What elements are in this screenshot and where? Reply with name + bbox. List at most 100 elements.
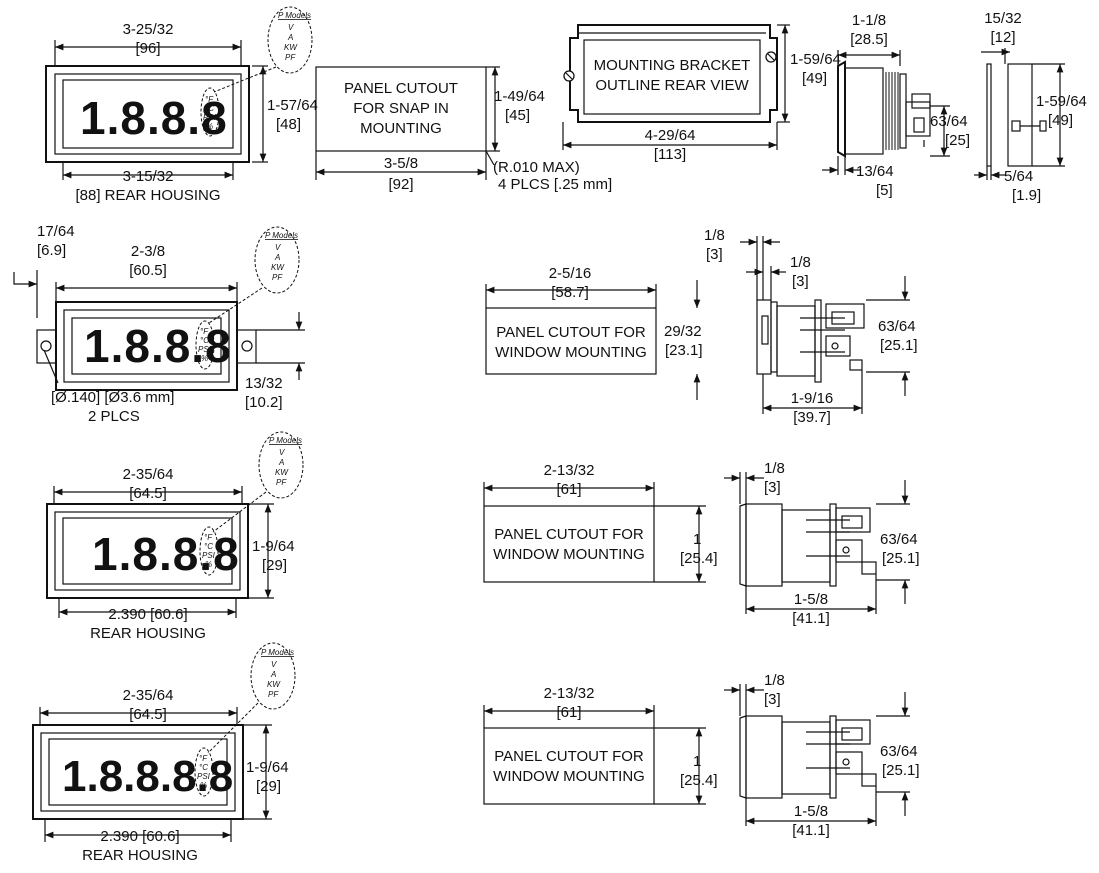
meter-2-front-view: 17/64 [6.9] 2-3/8 [60.5] 1.8.8.8 °F °C P…: [13, 223, 305, 425]
meter-4-model-pf: PF: [268, 690, 279, 699]
side-1-bottom-mm-label: [5]: [876, 182, 893, 199]
window-side-1-depth-label: 63/64: [878, 318, 916, 335]
window-3-height-label: 1: [693, 753, 701, 770]
meter-4-models-heading: P Models: [261, 648, 294, 657]
side-1-depth-label: 63/64: [930, 113, 968, 130]
meter-4-model-v: V: [271, 660, 277, 669]
window-2-height-mm-label: [25.4]: [680, 550, 718, 567]
snap-cutout-line-2: FOR SNAP IN: [353, 100, 449, 117]
meter-2-width-mm-label: [60.5]: [129, 262, 167, 279]
window-side-2-depth-label: 63/64: [880, 531, 918, 548]
meter-1-height-label: 1-57/64: [267, 97, 318, 114]
meter-1-model-kw: KW: [284, 43, 298, 52]
meter-2-models-heading: P Models: [265, 231, 298, 240]
window-cutout-1: 2-5/16 [58.7] PANEL CUTOUT FOR WINDOW MO…: [485, 265, 703, 400]
snap-cutout-height-mm-label: [45]: [505, 107, 530, 124]
window-3-line-2: WINDOW MOUNTING: [493, 768, 645, 785]
meter-3-width-mm-label: [64.5]: [129, 485, 167, 502]
meter-1-unit-psi: PSI: [203, 113, 217, 122]
meter-2-unit-c: °C: [200, 336, 209, 345]
meter-2-height-mm-label: [10.2]: [245, 394, 283, 411]
meter-3-unit-psi: PSI: [202, 551, 216, 560]
meter-2-hole-label: [Ø.140] [Ø3.6 mm]: [51, 389, 174, 406]
window-3-width-label: 2-13/32: [544, 685, 595, 702]
window-2-width-mm-label: [61]: [556, 481, 581, 498]
mounting-clip-view: 15/32 [12] 1-59/64 [49] 5/64 [1.9]: [974, 10, 1087, 204]
window-side-3-depth-mm-label: [25.1]: [882, 762, 920, 779]
meter-1-unit-c: °C: [205, 104, 214, 113]
window-side-3-bezel-mm-label: [3]: [764, 691, 781, 708]
snap-cutout-radius-count: 4 PLCS [.25 mm]: [498, 176, 612, 193]
window-side-2-bezel-mm-label: [3]: [764, 479, 781, 496]
meter-2-height-label: 13/32: [245, 375, 283, 392]
meter-3-digit-display: 1.8.8.8: [92, 528, 240, 580]
meter-1-height-mm-label: [48]: [276, 116, 301, 133]
window-side-2-depth-mm-label: [25.1]: [882, 550, 920, 567]
meter-2-offset-label: 17/64: [37, 223, 75, 240]
snap-cutout-width-mm-label: [92]: [388, 176, 413, 193]
window-2-height-label: 1: [693, 531, 701, 548]
window-1-height-label: 29/32: [664, 323, 702, 340]
window-cutout-3: 2-13/32 [61] PANEL CUTOUT FOR WINDOW MOU…: [483, 685, 718, 805]
meter-4-unit-psi: PSI: [197, 772, 211, 781]
window-3-width-mm-label: [61]: [556, 704, 581, 721]
side-1-top-label: 1-1/8: [852, 12, 886, 29]
side-1-depth-mm-label: [25]: [945, 132, 970, 149]
meter-4-model-kw: KW: [267, 680, 281, 689]
clip-bottom-mm-label: [1.9]: [1012, 187, 1041, 204]
mounting-bracket-rear-view: MOUNTING BRACKET OUTLINE REAR VIEW 1-59/…: [562, 24, 841, 163]
snap-cutout-line-3: MOUNTING: [360, 120, 442, 137]
meter-1-model-pf: PF: [285, 53, 296, 62]
meter-2-model-kw: KW: [271, 263, 285, 272]
side-1-bottom-label: 13/64: [856, 163, 894, 180]
meter-2-model-a: A: [274, 253, 280, 262]
window-2-width-label: 2-13/32: [544, 462, 595, 479]
window-2-line-1: PANEL CUTOUT FOR: [494, 526, 644, 543]
window-side-1-length-mm-label: [39.7]: [793, 409, 831, 426]
window-side-2-length-mm-label: [41.1]: [792, 610, 830, 627]
window-side-view-3: 1/8 [3] 63/64 [25.1] 1-5/8 [41.1]: [724, 672, 920, 839]
clip-top-label: 15/32: [984, 10, 1022, 27]
window-side-1-bezel-label: 1/8: [704, 227, 725, 244]
clip-height-mm-label: [49]: [1048, 112, 1073, 129]
window-cutout-2: 2-13/32 [61] PANEL CUTOUT FOR WINDOW MOU…: [483, 462, 718, 583]
meter-3-model-v: V: [279, 448, 285, 457]
snap-in-panel-cutout: PANEL CUTOUT FOR SNAP IN MOUNTING 1-49/6…: [315, 66, 612, 193]
meter-2-unit-psi: PSI: [198, 345, 212, 354]
meter-3-model-a: A: [278, 458, 284, 467]
meter-1-rear-label: 3-15/32: [123, 168, 174, 185]
snap-cutout-width-label: 3-5/8: [384, 155, 418, 172]
meter-4-width-label: 2-35/64: [123, 687, 174, 704]
meter-4-unit-f: °F: [199, 754, 208, 763]
meter-4-model-a: A: [270, 670, 276, 679]
clip-top-mm-label: [12]: [990, 29, 1015, 46]
meter-3-models-heading: P Models: [269, 436, 302, 445]
meter-2-unit-percent: %: [201, 354, 208, 363]
meter-2-hole-count: 2 PLCS: [88, 408, 140, 425]
snap-cutout-height-label: 1-49/64: [494, 88, 545, 105]
window-1-line-1: PANEL CUTOUT FOR: [496, 324, 646, 341]
meter-1-rear-mm-label: [88] REAR HOUSING: [75, 187, 220, 204]
meter-2-unit-f: °F: [200, 327, 209, 336]
meter-4-rear-housing: REAR HOUSING: [82, 847, 198, 864]
meter-1-width-mm-label: [96]: [135, 40, 160, 57]
bracket-width-mm-label: [113]: [654, 146, 686, 163]
window-side-1-panel-label: 1/8: [790, 254, 811, 271]
window-side-view-2: 1/8 [3] 63/64 [25.1] 1-5/8 [41.1]: [724, 460, 920, 627]
clip-height-label: 1-59/64: [1036, 93, 1087, 110]
window-side-3-bezel-label: 1/8: [764, 672, 785, 689]
window-side-3-depth-label: 63/64: [880, 743, 918, 760]
window-1-width-mm-label: [58.7]: [551, 284, 589, 301]
meter-1-model-v: V: [288, 23, 294, 32]
meter-4-rear-label: 2.390 [60.6]: [100, 828, 179, 845]
meter-4-unit-c: °C: [199, 763, 208, 772]
window-1-height-mm-label: [23.1]: [665, 342, 703, 359]
window-1-width-label: 2-5/16: [549, 265, 592, 282]
bracket-line-1: MOUNTING BRACKET: [594, 57, 751, 74]
window-side-1-panel-mm-label: [3]: [792, 273, 809, 290]
meter-4-unit-percent: %: [200, 781, 207, 790]
meter-2-model-pf: PF: [272, 273, 283, 282]
window-side-2-length-label: 1-5/8: [794, 591, 828, 608]
